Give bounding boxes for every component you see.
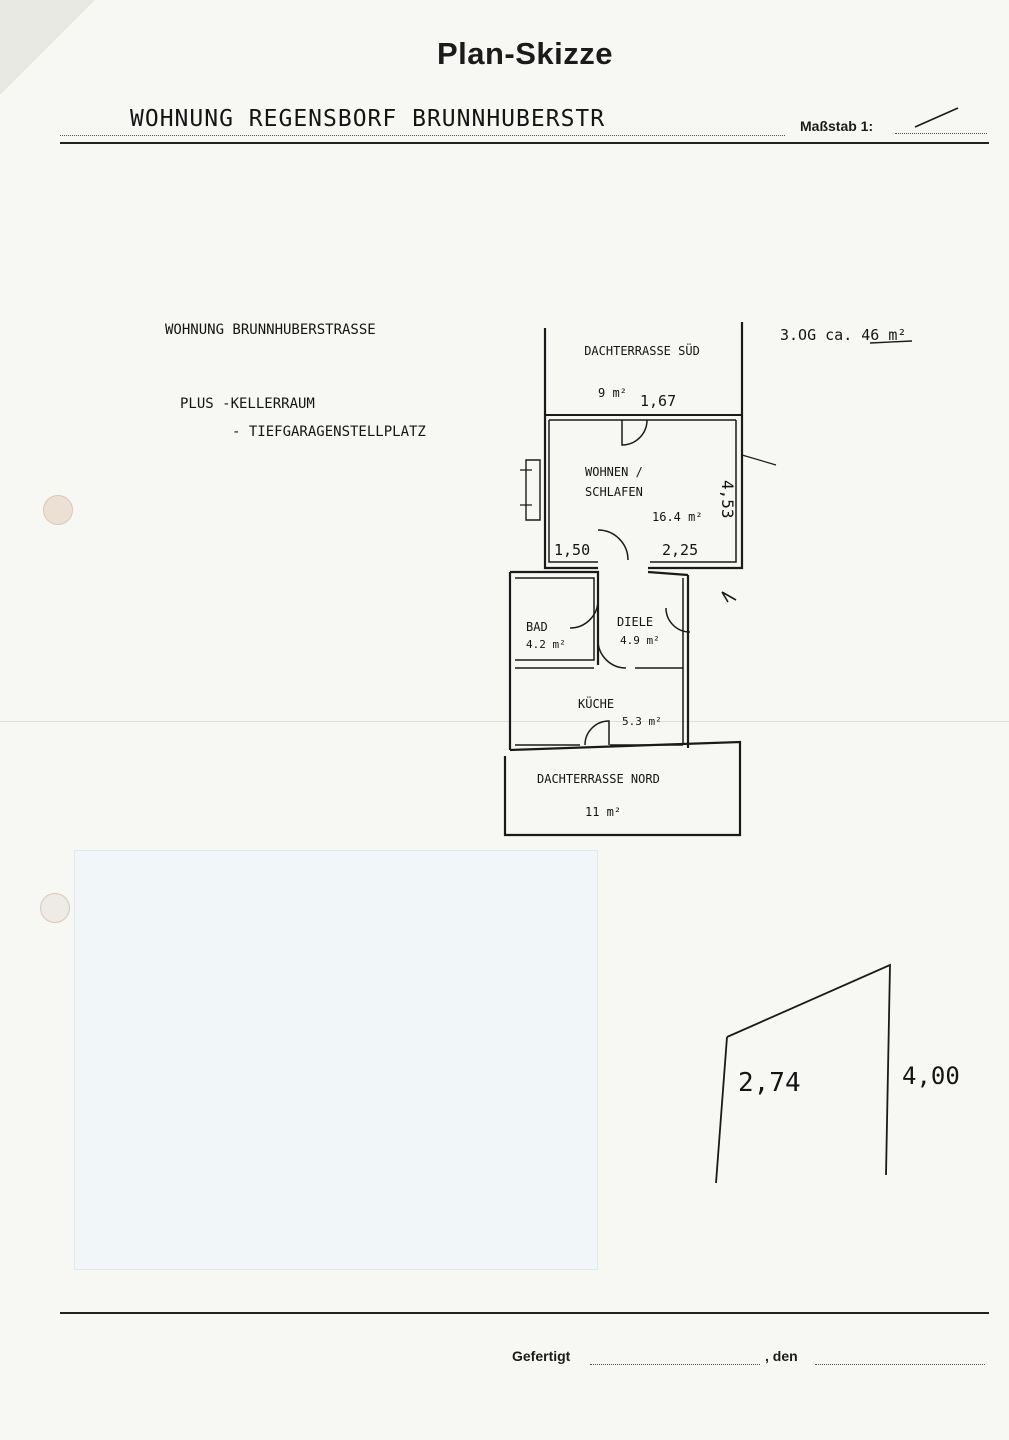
side-sketch-right-dim: 4,00 — [902, 1062, 960, 1090]
label-kitchen: KÜCHE — [578, 697, 615, 711]
label-terrace-north: DACHTERRASSE NORD — [537, 772, 660, 786]
label-hall: DIELE — [617, 615, 654, 629]
scale-dotted-line — [895, 133, 987, 134]
label-bath: BAD — [526, 620, 548, 634]
footer-rule — [60, 1312, 989, 1314]
subject-handwritten: WOHNUNG REGENSBORF BRUNNHUBERSTR — [130, 106, 606, 132]
scale-label: Maßstab 1: — [800, 118, 874, 134]
label-living: WOHNEN / SCHLAFEN — [585, 465, 643, 499]
sketch-heading: WOHNUNG BRUNNHUBERSTRASSE — [165, 322, 376, 338]
label-living-dim-side: 4,53 — [718, 480, 737, 519]
prepared-dotted-line — [590, 1364, 760, 1365]
side-sketch-left-dim: 2,74 — [738, 1068, 801, 1098]
punch-hole-bottom — [40, 893, 70, 923]
paper-fold-line — [0, 721, 1009, 722]
sticky-note-cover — [74, 850, 598, 1270]
punch-hole-top — [43, 495, 73, 525]
footer-prepared-label: Gefertigt — [512, 1348, 571, 1364]
label-terrace-south-area: 9 m² — [598, 386, 627, 400]
label-living-dim-right: 2,25 — [662, 541, 699, 559]
label-terrace-south-dim: 1,67 — [640, 392, 677, 410]
floor-area: 3.OG ca. 46 m² — [780, 326, 907, 344]
label-terrace-north-area: 11 m² — [585, 805, 622, 819]
label-terrace-south: DACHTERRASSE SÜD — [584, 344, 700, 358]
subject-dotted-line — [60, 135, 785, 136]
label-hall-area: 4.9 m² — [620, 634, 660, 647]
label-bath-area: 4.2 m² — [526, 638, 566, 651]
header-rule — [60, 142, 989, 144]
label-kitchen-area: 5.3 m² — [622, 715, 662, 728]
label-living-area: 16.4 m² — [652, 510, 703, 524]
footer-date-label: , den — [765, 1348, 798, 1364]
extra-cellar: PLUS -KELLERRAUM — [180, 396, 315, 412]
label-living-dim-left: 1,50 — [554, 541, 591, 559]
extra-garage: - TIEFGARAGENSTELLPLATZ — [232, 424, 426, 440]
form-title: Plan-Skizze — [436, 36, 614, 71]
date-dotted-line — [815, 1364, 985, 1365]
folded-corner — [0, 0, 95, 95]
